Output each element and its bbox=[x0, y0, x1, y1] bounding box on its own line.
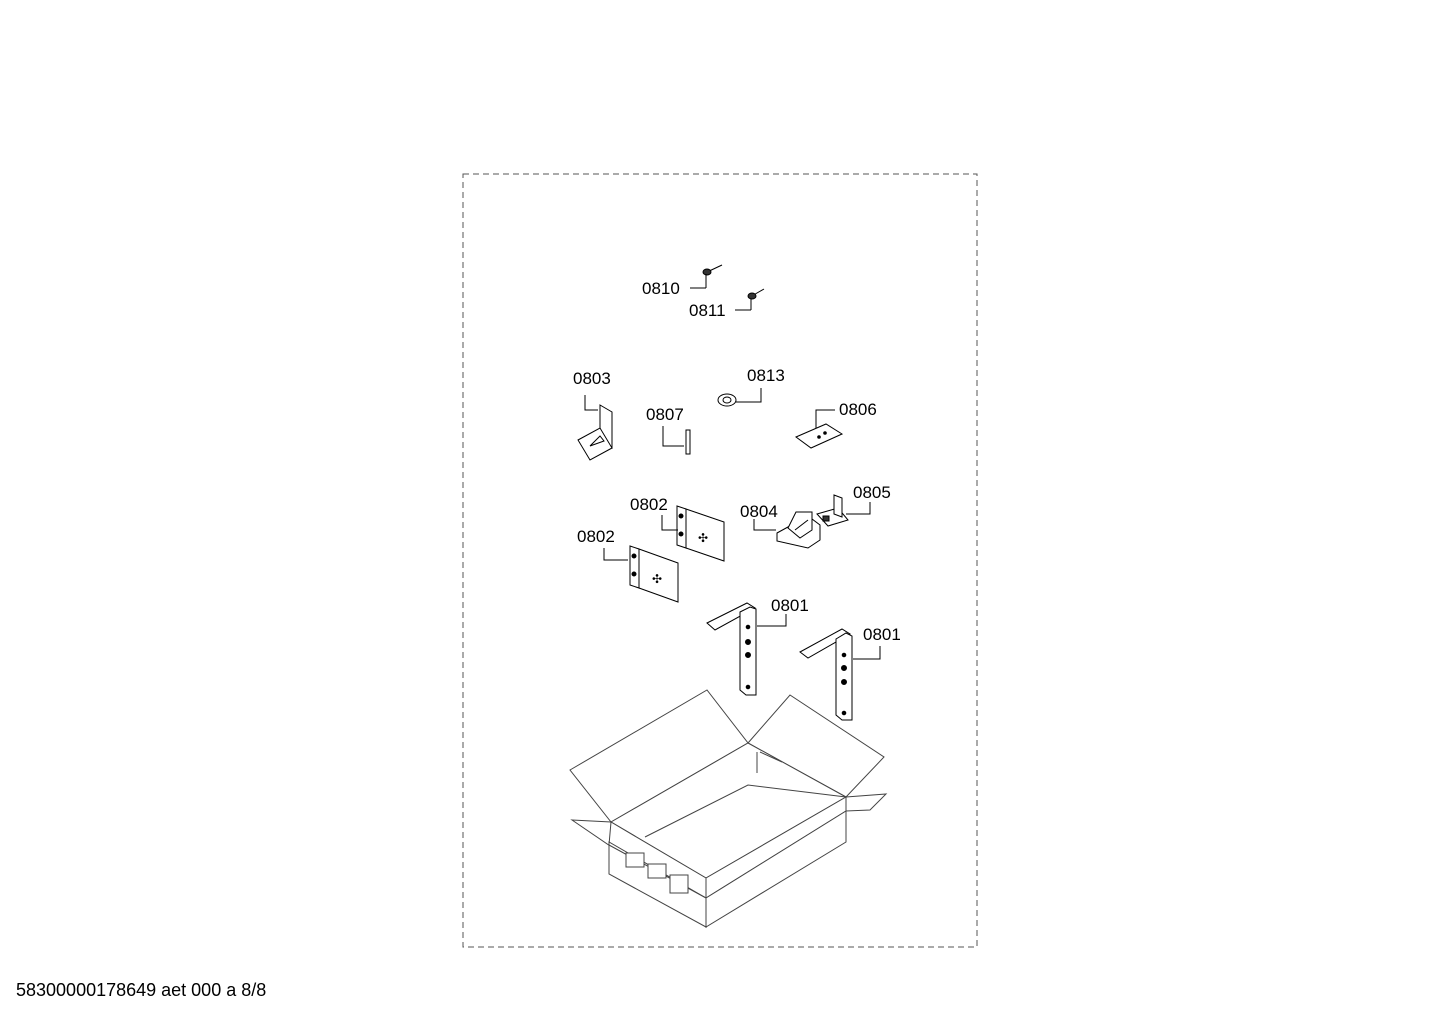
document-id-footer: 58300000178649 aet 000 a 8/8 bbox=[16, 980, 267, 1000]
callout-0805: 0805 bbox=[853, 483, 891, 502]
callout-0801-a: 0801 bbox=[771, 596, 809, 615]
open-box bbox=[569, 689, 888, 929]
svg-text:✣: ✣ bbox=[652, 572, 662, 586]
callout-0801-b: 0801 bbox=[863, 625, 901, 644]
support-bracket-0801-a bbox=[706, 602, 787, 696]
plate-0806 bbox=[795, 409, 844, 449]
angle-bracket-0803 bbox=[577, 395, 613, 461]
hinge-plate-0802-front: ✣ bbox=[603, 545, 679, 603]
callout-0804: 0804 bbox=[740, 502, 778, 521]
hinge-plate-0802-back: ✣ bbox=[661, 505, 725, 562]
block-0804 bbox=[753, 511, 821, 549]
support-bracket-0801-b bbox=[799, 628, 881, 721]
callout-0803: 0803 bbox=[573, 369, 611, 388]
callout-0802-back: 0802 bbox=[630, 495, 668, 514]
callout-0806: 0806 bbox=[839, 400, 877, 419]
callout-0802-front: 0802 bbox=[577, 527, 615, 546]
screw-0811 bbox=[735, 288, 765, 311]
callout-0807: 0807 bbox=[646, 405, 684, 424]
dashed-frame bbox=[462, 173, 978, 948]
screw-0810 bbox=[690, 264, 723, 289]
callout-0810: 0810 bbox=[642, 279, 680, 298]
svg-text:✣: ✣ bbox=[698, 531, 708, 545]
callout-0813: 0813 bbox=[747, 366, 785, 385]
nut-0813 bbox=[717, 388, 762, 407]
callout-0811: 0811 bbox=[689, 301, 726, 320]
pin-0807 bbox=[662, 426, 691, 455]
clip-0805 bbox=[816, 494, 871, 527]
